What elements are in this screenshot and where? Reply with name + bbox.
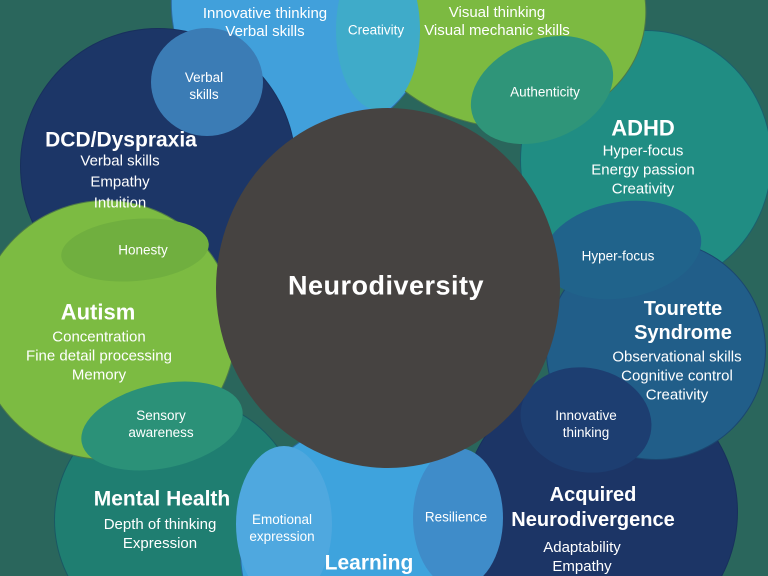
trait-line: Adaptability (543, 539, 621, 556)
tourette-title: Tourette Syndrome (634, 298, 732, 344)
acquired-neurodivergence-traits: Adaptability Empathy (543, 538, 621, 576)
overlap-innovative-thinking-label: Innovative thinking (555, 408, 617, 440)
overlap-creativity-label: Creativity (347, 22, 405, 38)
overlap-sensory-awareness-label: Sensory awareness (128, 408, 194, 440)
overlap-emotional-expression-lens (236, 446, 332, 576)
trait-line: Innovative thinking (202, 5, 328, 22)
overlap-hyper-focus-label: Hyper-focus (581, 248, 655, 264)
top-blue-traits: Innovative thinking Verbal skills (203, 5, 327, 41)
trait-line: Verbal skills (225, 23, 305, 40)
trait-line: Fine detail processing (26, 347, 172, 365)
learning-title: Learning (324, 551, 414, 575)
trait-line: Concentration (52, 328, 146, 346)
trait-line: Expression (122, 535, 198, 552)
trait-line: Energy passion (591, 161, 695, 179)
trait-line: Depth of thinking (103, 516, 217, 533)
trait-line: Cognitive control (621, 367, 733, 385)
autism-title: Autism (60, 299, 136, 325)
tourette-traits: Observational skills Cognitive control C… (612, 348, 741, 405)
overlap-resilience-lens (413, 448, 503, 576)
autism-traits: Concentration Fine detail processing Mem… (26, 328, 172, 385)
trait-line: Hyper-focus (602, 142, 684, 160)
acquired-neurodivergence-title: Acquired Neurodivergence (511, 484, 675, 531)
trait-line: Empathy (90, 173, 150, 191)
trait-line: Visual mechanic skills (424, 22, 570, 39)
dcd-dyspraxia-title: DCD/Dyspraxia (45, 128, 197, 152)
trait-line: Intuition (93, 194, 147, 212)
overlap-verbal-skills-label: Verbal skills (184, 70, 224, 102)
adhd-title: ADHD (611, 115, 675, 141)
trait-line: Creativity (611, 180, 675, 198)
overlap-verbal-skills-lens (151, 28, 263, 136)
adhd-traits: Hyper-focus Energy passion Creativity (591, 142, 694, 199)
center-circle (216, 108, 560, 468)
overlap-authenticity-label: Authenticity (510, 84, 580, 100)
top-green-traits: Visual thinking Visual mechanic skills (424, 4, 570, 40)
overlap-resilience-label: Resilience (424, 509, 488, 525)
mental-health-traits: Depth of thinking Expression (104, 515, 217, 553)
overlap-honesty-label: Honesty (118, 242, 168, 258)
trait-line: Creativity (645, 386, 709, 404)
trait-line: Memory (71, 366, 127, 384)
trait-line: Empathy (552, 558, 612, 575)
dcd-dyspraxia-traits: Verbal skills Empathy Intuition (80, 151, 159, 214)
center-title: Neurodiversity (287, 270, 485, 301)
overlap-emotional-expression-label: Emotional expression (249, 512, 315, 544)
mental-health-title: Mental Health (93, 487, 231, 511)
trait-line: Visual thinking (448, 4, 546, 21)
trait-line: Verbal skills (80, 152, 160, 170)
trait-line: Observational skills (612, 348, 742, 366)
